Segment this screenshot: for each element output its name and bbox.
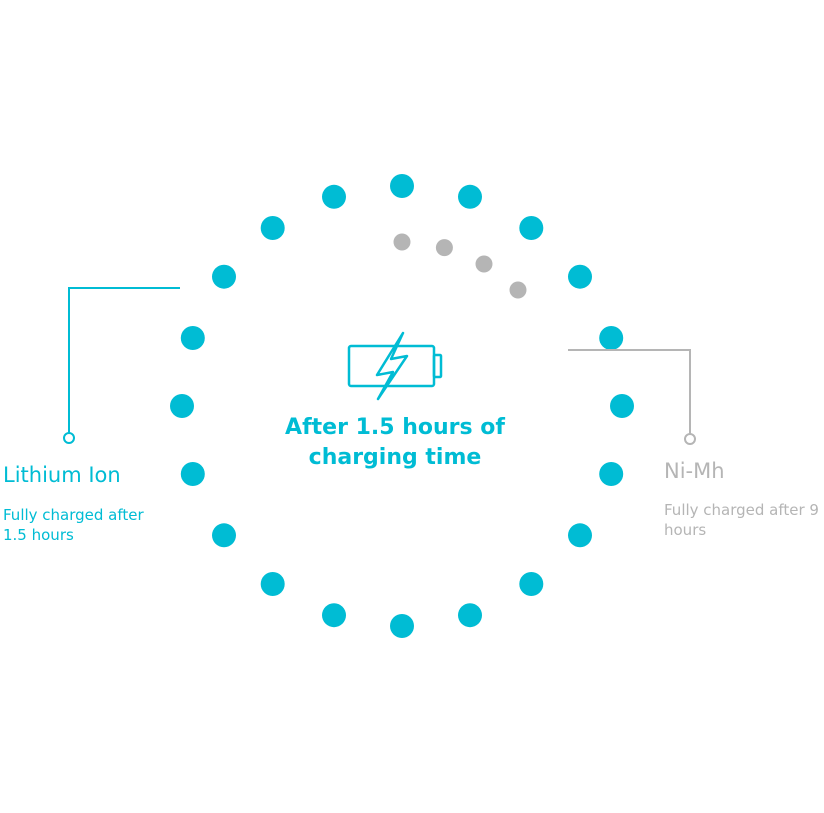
lithium-ion-progress-ring [170,174,634,638]
lithium-ion-progress-dot [260,572,285,596]
lithium-ion-progress-dot [458,603,482,628]
ni-mh-progress-dot [475,255,493,273]
lithium-ion-progress-dot [170,394,194,418]
lithium-ion-subtitle: Fully charged after 1.5 hours [3,506,144,544]
ni-mh-progress-dot [435,239,453,257]
lithium-ion-callout-marker [63,432,75,444]
ni-mh-subtitle: Fully charged after 9 hours [664,501,819,539]
lithium-ion-progress-dot [322,184,346,209]
lithium-ion-progress-dot [260,216,285,240]
lithium-ion-progress-dot [519,216,544,240]
lithium-ion-progress-dot [519,572,544,596]
ni-mh-progress-ring [393,233,527,299]
ni-mh-progress-dot [393,233,411,251]
lithium-ion-progress-dot [599,326,624,350]
ni-mh-title: Ni-Mh [664,459,725,483]
lithium-ion-progress-dot [212,523,236,548]
lithium-ion-progress-dot [180,326,205,350]
lithium-ion-progress-dot [610,394,634,418]
lithium-ion-progress-dot [568,264,592,289]
lithium-ion-progress-dot [390,174,414,198]
lithium-ion-progress-dot [390,614,414,638]
lithium-ion-progress-dot [599,462,624,486]
ni-mh-progress-dot [509,281,527,299]
battery-charging-icon [347,331,443,401]
lithium-ion-progress-dot [568,523,592,548]
lithium-ion-callout-line [68,287,180,433]
lithium-ion-progress-dot [180,462,205,486]
lithium-ion-progress-dot [458,184,482,209]
ni-mh-callout-marker [684,433,696,445]
lithium-ion-title: Lithium Ion [3,463,121,487]
lithium-ion-progress-dot [322,603,346,628]
ni-mh-callout-line [568,349,691,434]
lithium-ion-progress-dot [212,264,236,289]
center-caption: After 1.5 hours of charging time [285,415,505,470]
